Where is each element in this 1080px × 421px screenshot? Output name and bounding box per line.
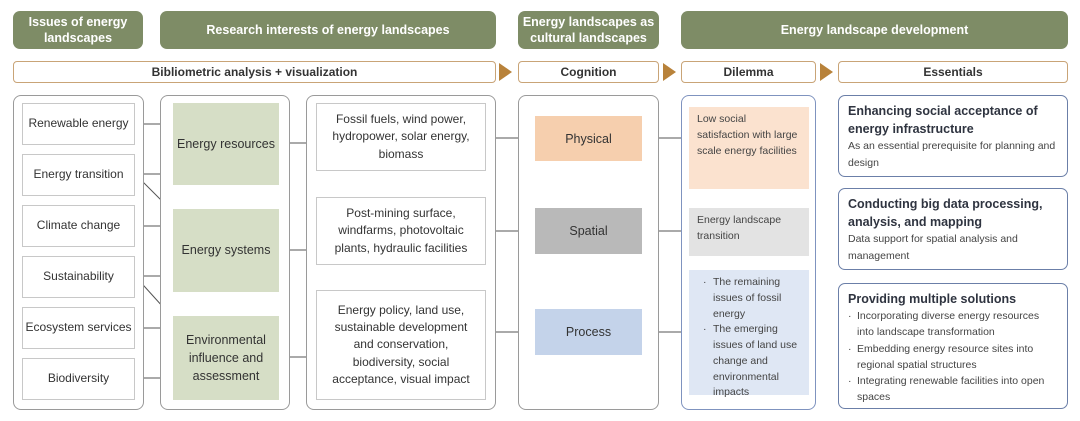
arrow-right-icon xyxy=(820,63,833,81)
dilemma-process-item: The emerging issues of land use change a… xyxy=(703,322,801,401)
cognition-spatial: Spatial xyxy=(535,208,642,254)
essential-title: Providing multiple solutions xyxy=(848,292,1017,306)
dilemma-process-item: The remaining issues of fossil energy xyxy=(703,275,801,322)
dilemma-spatial: Energy landscape transition xyxy=(689,208,809,256)
essential-title: Enhancing social acceptance of energy in… xyxy=(848,104,1038,137)
issue-renewable-energy: Renewable energy xyxy=(22,103,135,145)
interest-environmental-assessment: Environmental influence and assessment xyxy=(173,316,279,400)
subheader-essentials: Essentials xyxy=(838,61,1068,83)
essential-item: Integrating renewable facilities into op… xyxy=(848,373,1058,406)
issues-panel xyxy=(13,95,144,410)
arrow-right-icon xyxy=(663,63,676,81)
subheader-dilemma: Dilemma xyxy=(681,61,816,83)
cognition-process: Process xyxy=(535,309,642,355)
issue-sustainability: Sustainability xyxy=(22,256,135,298)
issue-climate-change: Climate change xyxy=(22,205,135,247)
dilemma-physical: Low social satisfaction with large scale… xyxy=(689,107,809,189)
essential-item: Incorporating diverse energy resources i… xyxy=(848,308,1058,341)
detail-environmental-assessment: Energy policy, land use, sustainable dev… xyxy=(316,290,486,400)
dilemma-process: The remaining issues of fossil energy Th… xyxy=(689,270,809,398)
header-development: Energy landscape development xyxy=(681,11,1068,49)
interest-energy-resources: Energy resources xyxy=(173,103,279,185)
header-cultural: Energy landscapes as cultural landscapes xyxy=(518,11,659,49)
cognition-physical: Physical xyxy=(535,116,642,161)
issue-energy-transition: Energy transition xyxy=(22,154,135,196)
essential-item: Embedding energy resource sites into reg… xyxy=(848,341,1058,374)
essential-title: Conducting big data processing, analysis… xyxy=(848,197,1043,230)
subheader-bibliometric: Bibliometric analysis + visualization xyxy=(13,61,496,83)
header-issues: Issues of energy landscapes xyxy=(13,11,143,49)
essential-text: Data support for spatial analysis and ma… xyxy=(848,233,1018,262)
essential-multiple-solutions: Providing multiple solutions Incorporati… xyxy=(838,283,1068,409)
issue-biodiversity: Biodiversity xyxy=(22,358,135,400)
arrow-right-icon xyxy=(499,63,512,81)
essential-social-acceptance: Enhancing social acceptance of energy in… xyxy=(838,95,1068,177)
detail-energy-resources: Fossil fuels, wind power, hydropower, so… xyxy=(316,103,486,171)
subheader-cognition: Cognition xyxy=(518,61,659,83)
essential-big-data: Conducting big data processing, analysis… xyxy=(838,188,1068,270)
essential-text: As an essential prerequisite for plannin… xyxy=(848,140,1056,169)
issue-ecosystem-services: Ecosystem services xyxy=(22,307,135,349)
detail-energy-systems: Post-mining surface, windfarms, photovol… xyxy=(316,197,486,265)
interest-energy-systems: Energy systems xyxy=(173,209,279,292)
header-research: Research interests of energy landscapes xyxy=(160,11,496,49)
